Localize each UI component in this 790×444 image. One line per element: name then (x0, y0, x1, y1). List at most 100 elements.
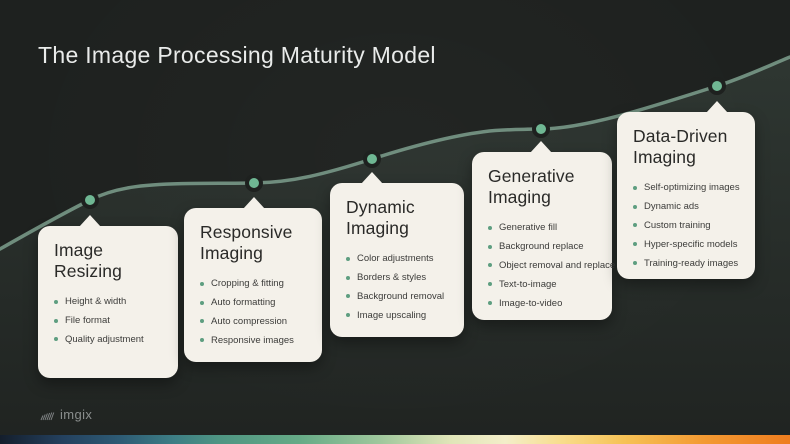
bullet-text: Borders & styles (357, 271, 427, 283)
stage-bullet-item: Training-ready images (633, 258, 747, 269)
stage-title-line: Data-Driven (633, 126, 728, 146)
stage-title-line: Imaging (488, 187, 551, 207)
stage-title-line: Imaging (633, 147, 696, 167)
stage-marker-dot-3 (363, 150, 381, 168)
imgix-logo-icon (40, 411, 55, 420)
stage-title-line: Dynamic (346, 197, 415, 217)
stage-bullet-item: Hyper-specific models (633, 239, 747, 250)
stage-bullet-item: Object removal and replace (488, 260, 615, 271)
bullet-text: Training-ready images (644, 257, 739, 269)
bullet-dot (54, 299, 58, 304)
bullet-text: Text-to-image (499, 278, 557, 290)
bullet-text: Image-to-video (499, 297, 563, 309)
bullet-dot (488, 282, 492, 287)
bullet-dot (346, 294, 350, 299)
bullet-dot (633, 204, 637, 209)
stage-bullet-item: Custom training (633, 220, 747, 231)
bullet-dot (633, 242, 637, 247)
bullet-dot (346, 275, 350, 280)
stage-bullet-item: Quality adjustment (54, 334, 170, 345)
bullet-text: Auto compression (211, 315, 288, 327)
bullet-dot (633, 185, 637, 190)
bullet-dot (633, 223, 637, 228)
stage-title: Generative Imaging (488, 166, 604, 208)
stage-title-line: Image (54, 240, 104, 260)
card-tail-pointer (706, 101, 728, 113)
stage-card-data-driven-imaging: Data-Driven Imaging Self-optimizing imag… (617, 101, 755, 279)
stage-bullet-item: Image upscaling (346, 310, 456, 321)
stage-title-line: Resizing (54, 261, 122, 281)
bullet-dot (200, 281, 204, 286)
bullet-text: Custom training (644, 219, 711, 231)
stage-title: Responsive Imaging (200, 222, 314, 264)
card-tail-pointer (79, 215, 101, 227)
stage-marker-dot-5 (708, 77, 726, 95)
bullet-text: Quality adjustment (65, 333, 144, 345)
bullet-dot (54, 318, 58, 323)
stage-bullet-item: Background removal (346, 291, 456, 302)
bullet-text: Auto formatting (211, 296, 276, 308)
stage-title-line: Imaging (200, 243, 263, 263)
stage-title-line: Generative (488, 166, 575, 186)
bullet-dot (633, 261, 637, 266)
stage-marker-dot-4 (532, 120, 550, 138)
bullet-dot (54, 337, 58, 342)
stage-bullet-item: Dynamic ads (633, 201, 747, 212)
stage-bullet-item: Auto formatting (200, 297, 314, 308)
bullet-dot (488, 263, 492, 268)
bullet-text: Color adjustments (357, 253, 434, 264)
card-tail-pointer (361, 172, 383, 184)
bullet-dot (346, 256, 350, 261)
bullet-text: Responsive images (211, 334, 294, 346)
bullet-text: Background removal (357, 290, 445, 302)
bullet-dot (346, 313, 350, 318)
stage-bullet-item: Self-optimizing images (633, 182, 747, 193)
bullet-text: Hyper-specific models (644, 238, 738, 250)
stage-title: Image Resizing (54, 240, 170, 282)
bullet-text: Self-optimizing images (644, 182, 740, 193)
bullet-text: Generative fill (499, 222, 558, 233)
stage-bullet-item: Background replace (488, 241, 604, 252)
stage-bullet-item: Borders & styles (346, 272, 456, 283)
imgix-logo-text: imgix (60, 407, 93, 422)
card-tail-pointer (243, 197, 265, 209)
stage-bullet-item: Image-to-video (488, 298, 604, 309)
stage-title: Data-Driven Imaging (633, 126, 747, 168)
bullet-dot (200, 319, 204, 324)
bullet-text: Object removal and replace (499, 259, 616, 271)
bullet-text: Image upscaling (357, 309, 427, 321)
bottom-gradient-bar (0, 435, 790, 444)
bullet-text: Background replace (499, 240, 584, 252)
stage-title-line: Responsive (200, 222, 293, 242)
bullet-text: Cropping & fitting (211, 278, 284, 289)
stage-bullet-item: Auto compression (200, 316, 314, 327)
bullet-text: File format (65, 314, 110, 326)
stage-bullet-item: Text-to-image (488, 279, 604, 290)
bullet-dot (488, 244, 492, 249)
stage-title-line: Imaging (346, 218, 409, 238)
card-tail-pointer (530, 141, 552, 153)
bullet-dot (200, 300, 204, 305)
stage-bullet-item: Responsive images (200, 335, 314, 346)
bullet-text: Dynamic ads (644, 200, 699, 212)
bullet-text: Height & width (65, 296, 127, 307)
imgix-logo: imgix (40, 407, 92, 422)
stage-bullet-item: Height & width (54, 296, 170, 307)
stage-title: Dynamic Imaging (346, 197, 456, 239)
stage-marker-dot-2 (245, 174, 263, 192)
stage-bullet-item: File format (54, 315, 170, 326)
stage-bullet-item: Cropping & fitting (200, 278, 314, 289)
stage-bullet-item: Color adjustments (346, 253, 456, 264)
stage-bullet-item: Generative fill (488, 222, 604, 233)
bullet-dot (488, 225, 492, 230)
page-title: The Image Processing Maturity Model (38, 42, 436, 68)
